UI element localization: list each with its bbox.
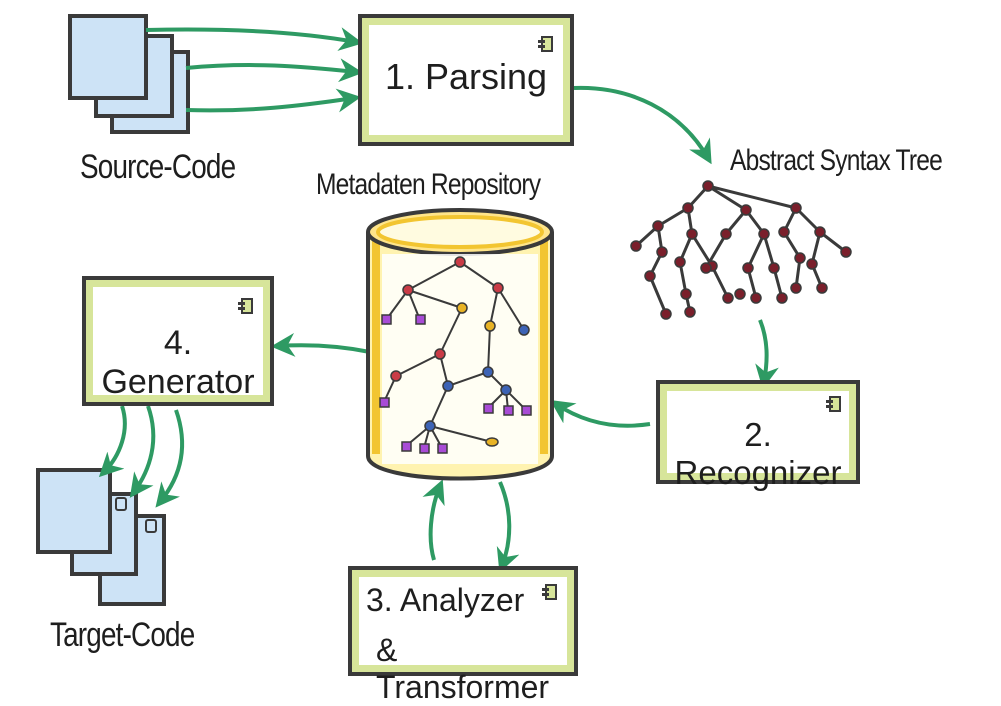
arrow-recognizer-to-repo	[550, 400, 651, 428]
arrow-parsing-to-ast	[573, 85, 712, 165]
parsing-label: 1. Parsing	[384, 56, 548, 97]
repository-cylinder	[366, 208, 554, 481]
recognizer-box: 2. Recognizer	[656, 380, 860, 491]
component-icon	[538, 36, 553, 52]
arrow-repo-to-generator	[270, 332, 371, 357]
target-code-docs	[36, 468, 166, 606]
arrows-generator-to-target	[98, 405, 185, 508]
target-code-label: Target-Code	[50, 616, 195, 654]
recognizer-label: 2. Recognizer	[674, 416, 842, 491]
ast-nodes	[630, 180, 852, 320]
analyzer-label-line1: 3. Analyzer	[366, 582, 525, 618]
metadata-repository-label: Metadaten Repository	[316, 168, 541, 201]
source-code-label: Source-Code	[80, 148, 236, 186]
parsing-box: 1. Parsing	[358, 14, 574, 146]
analyzer-box: 3. Analyzer & Transformer	[348, 566, 578, 705]
ast-tree	[634, 184, 847, 315]
ast-label: Abstract Syntax Tree	[730, 144, 943, 177]
component-icon	[238, 298, 253, 314]
source-code-docs	[68, 14, 190, 134]
component-icon	[542, 584, 557, 600]
repository-nodes	[379, 256, 532, 454]
arrow-repo-to-analyzer	[496, 481, 520, 573]
diagram-canvas	[36, 14, 852, 606]
component-icon	[826, 396, 841, 412]
arrows-source-to-parsing	[145, 27, 364, 113]
generator-label: 4. Generator	[101, 324, 255, 401]
analyzer-label-line2: & Transformer	[376, 632, 550, 705]
generator-box: 4. Generator	[82, 276, 274, 406]
arrow-analyzer-to-repo	[422, 479, 445, 561]
repository-tree	[383, 261, 527, 449]
arrow-ast-to-recognizer	[755, 319, 779, 390]
